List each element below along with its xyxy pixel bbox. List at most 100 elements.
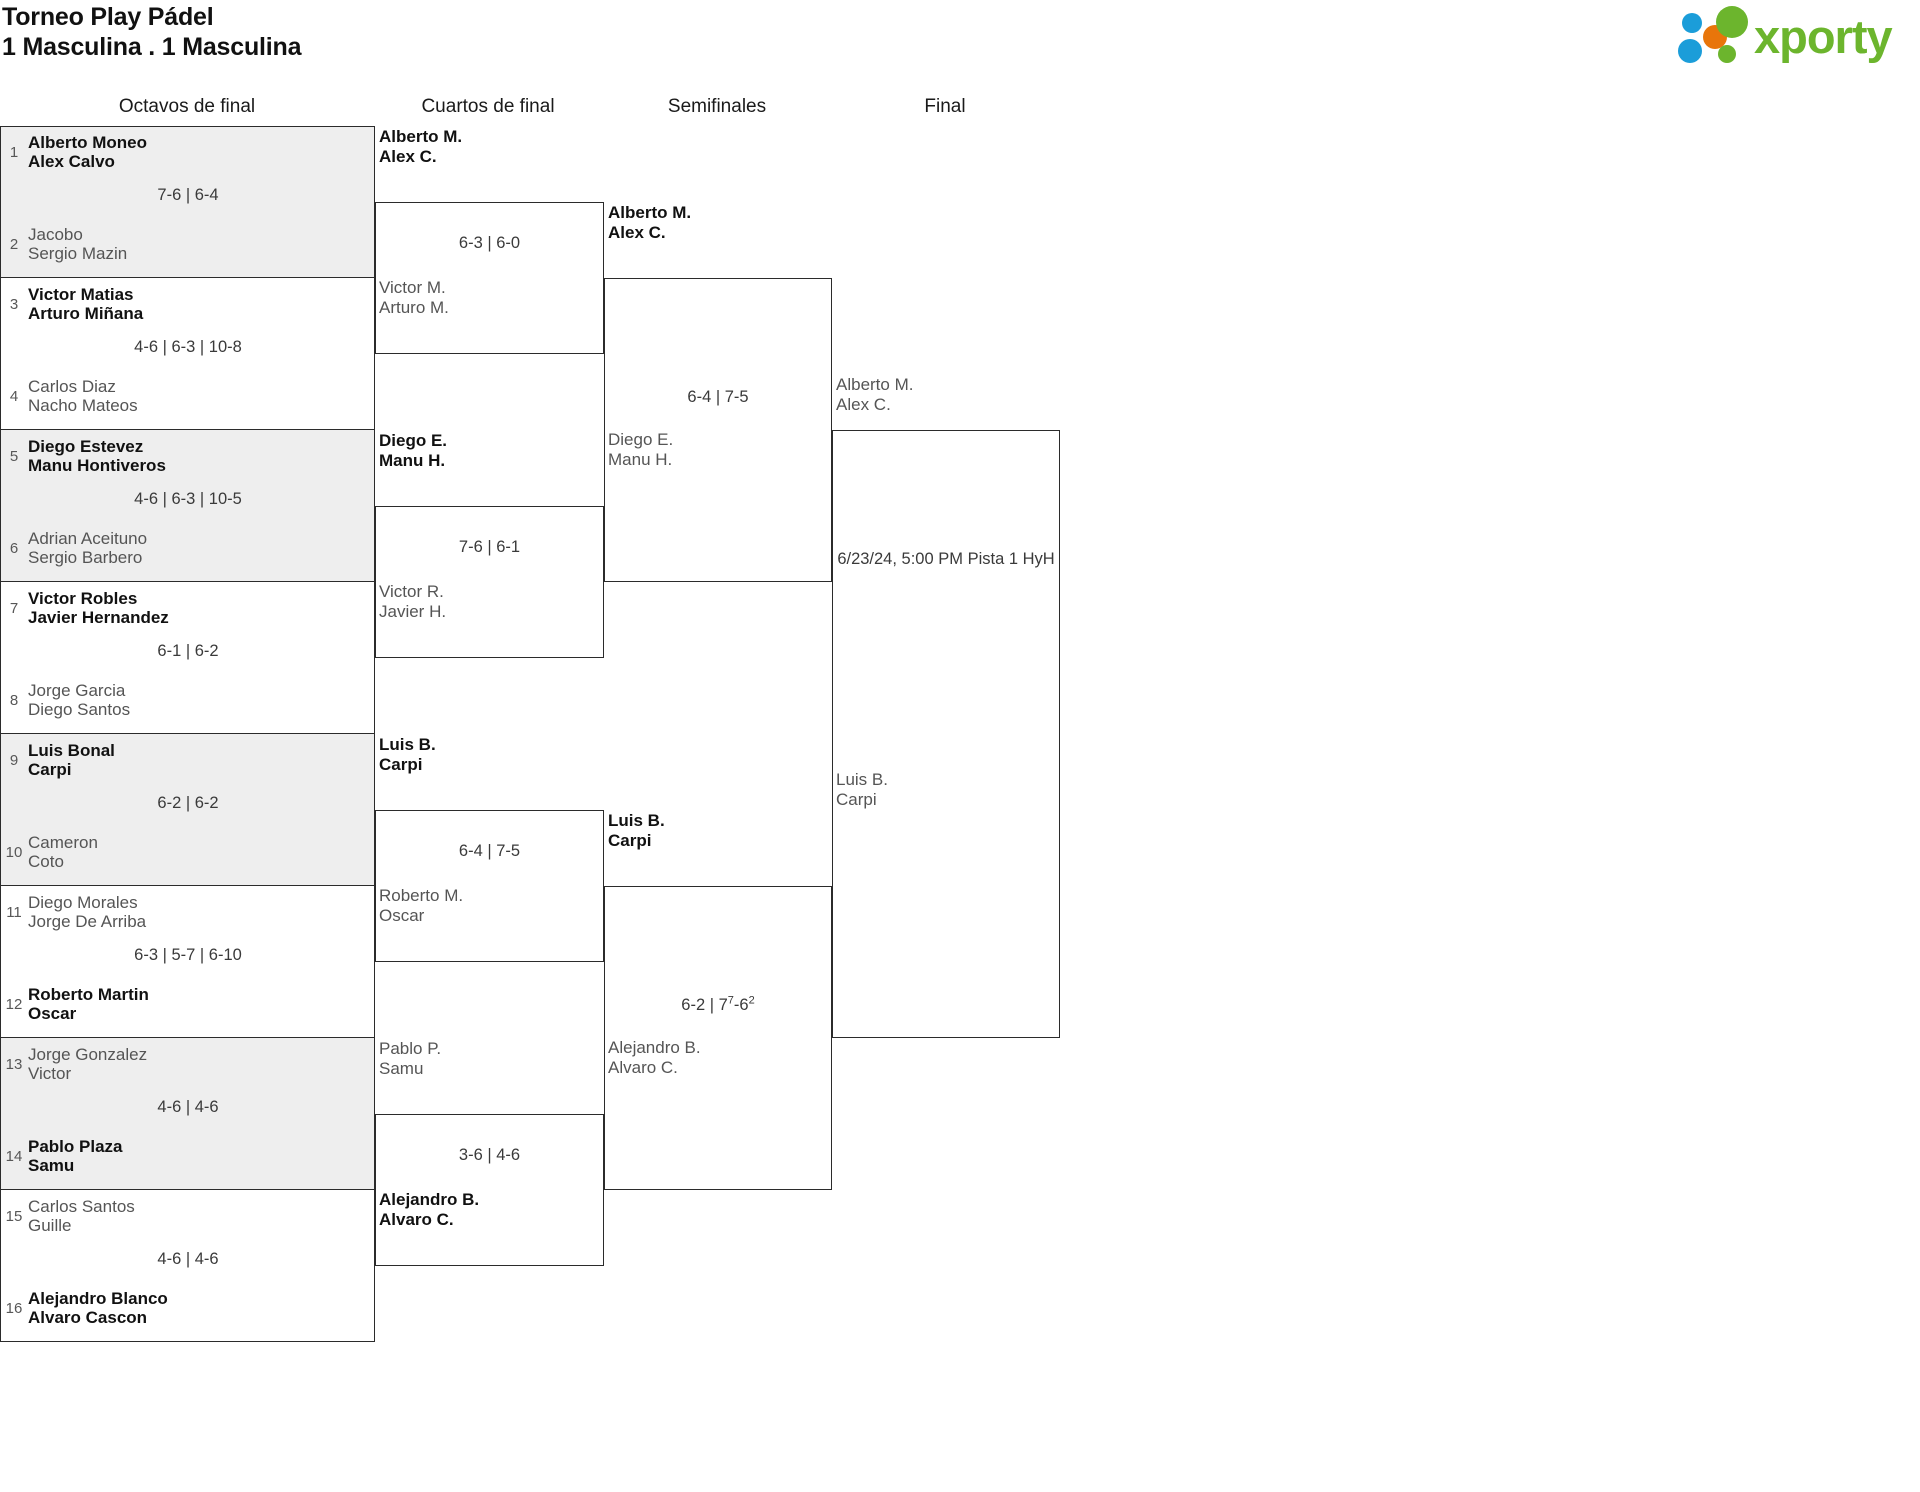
seed-number: 15 (5, 1207, 23, 1225)
player-name-2: Alex Calvo (28, 152, 115, 171)
player-name-2: Guille (28, 1216, 72, 1235)
r2-match-box[interactable] (375, 506, 604, 658)
team-names: Alberto M.Alex C. (608, 203, 691, 242)
advancing-team-bottom[interactable]: Diego E.Manu H. (608, 430, 673, 469)
team-names: Alejandro B.Alvaro C. (608, 1038, 701, 1077)
r1-match[interactable] (0, 734, 375, 886)
advancing-team-top[interactable]: Luis B.Carpi (379, 735, 436, 774)
seed-number: 8 (9, 691, 19, 709)
r1-match[interactable] (0, 430, 375, 582)
r1-match[interactable] (0, 1038, 375, 1190)
player-name-1: Cameron (28, 832, 98, 852)
advancing-team-top[interactable]: Alberto M.Alex C. (608, 203, 691, 242)
round-header-cuartos: Cuartos de final (421, 96, 555, 117)
seed-number: 2 (9, 235, 19, 253)
player-name-1: Diego Morales (28, 892, 138, 912)
player-name-1: Alberto Moneo (28, 132, 147, 152)
team-names: Diego E.Manu H. (379, 431, 447, 470)
r1-match[interactable] (0, 278, 375, 430)
seed-number: 6 (9, 539, 19, 557)
team-names: Pablo P.Samu (379, 1039, 441, 1078)
r1-score: 4-6 | 4-6 (157, 1098, 219, 1116)
player-name-2: Jorge De Arriba (28, 912, 147, 931)
advancing-team-top[interactable]: Pablo P.Samu (379, 1039, 441, 1078)
player-name-2: Sergio Barbero (28, 548, 143, 567)
r1-score: 4-6 | 4-6 (157, 1250, 219, 1268)
seed-number: 14 (5, 1147, 23, 1165)
advancing-team-bottom[interactable]: Alejandro B.Alvaro C. (608, 1038, 701, 1077)
r1-score: 6-3 | 5-7 | 6-10 (134, 946, 242, 964)
r1-match[interactable] (0, 886, 375, 1038)
r1-match[interactable] (0, 582, 375, 734)
player-name-2: Alvaro C. (379, 1209, 454, 1229)
r2-match-box[interactable] (375, 202, 604, 354)
player-name-1: Luis B. (836, 770, 888, 789)
advancing-team-bottom[interactable]: Roberto M.Oscar (379, 886, 463, 925)
tournament-category: 1 Masculina . 1 Masculina (2, 33, 302, 61)
player-name-2: Javier Hernandez (28, 608, 169, 627)
advancing-team-top[interactable]: Alberto M.Alex C. (836, 375, 913, 414)
r1-score: 6-1 | 6-2 (157, 642, 219, 660)
r1-match[interactable] (0, 1190, 375, 1342)
player-name-1: Victor Matias (28, 284, 134, 304)
advancing-team-top[interactable]: Luis B.Carpi (608, 811, 665, 850)
team-names: Luis B.Carpi (836, 770, 888, 809)
player-name-2: Samu (28, 1156, 75, 1175)
r1-match[interactable] (0, 126, 375, 278)
seed-number: 3 (9, 295, 19, 313)
match-score: 3-6 | 4-6 (458, 1146, 521, 1164)
team-names: Roberto M.Oscar (379, 886, 463, 925)
final-match-box[interactable] (832, 430, 1060, 1038)
r1-score: 6-2 | 6-2 (157, 794, 219, 812)
seed-number: 12 (5, 995, 23, 1013)
r3-match-box[interactable] (604, 278, 832, 582)
player-name-1: Alberto M. (608, 203, 692, 222)
advancing-team-bottom[interactable]: Victor R.Javier H. (379, 582, 446, 621)
advancing-team-bottom[interactable]: Victor M.Arturo M. (379, 278, 449, 317)
advancing-team-bottom[interactable]: Luis B.Carpi (836, 770, 888, 809)
player-name-2: Carpi (28, 760, 72, 779)
xporty-logo[interactable]: xporty (1670, 6, 1898, 64)
player-name-2: Carpi (836, 789, 877, 809)
player-name-1: Roberto Martin (28, 984, 149, 1004)
player-name-1: Jorge Garcia (28, 680, 126, 700)
round-header-octavos: Octavos de final (118, 96, 256, 117)
player-name-1: Alejandro Blanco (28, 1288, 168, 1308)
player-name-2: Coto (28, 852, 64, 871)
player-name-1: Alejandro B. (608, 1038, 701, 1057)
advancing-team-top[interactable]: Alberto M.Alex C. (379, 127, 462, 166)
r2-match-box[interactable] (375, 810, 604, 962)
player-name-1: Diego E. (608, 430, 674, 449)
advancing-team-bottom[interactable]: Alejandro B.Alvaro C. (379, 1190, 479, 1229)
r3-match-box[interactable] (604, 886, 832, 1190)
r1-score: 7-6 | 6-4 (157, 186, 219, 204)
player-name-2: Oscar (28, 1004, 77, 1023)
advancing-team-top[interactable]: Diego E.Manu H. (379, 431, 447, 470)
r2-match-box[interactable] (375, 1114, 604, 1266)
